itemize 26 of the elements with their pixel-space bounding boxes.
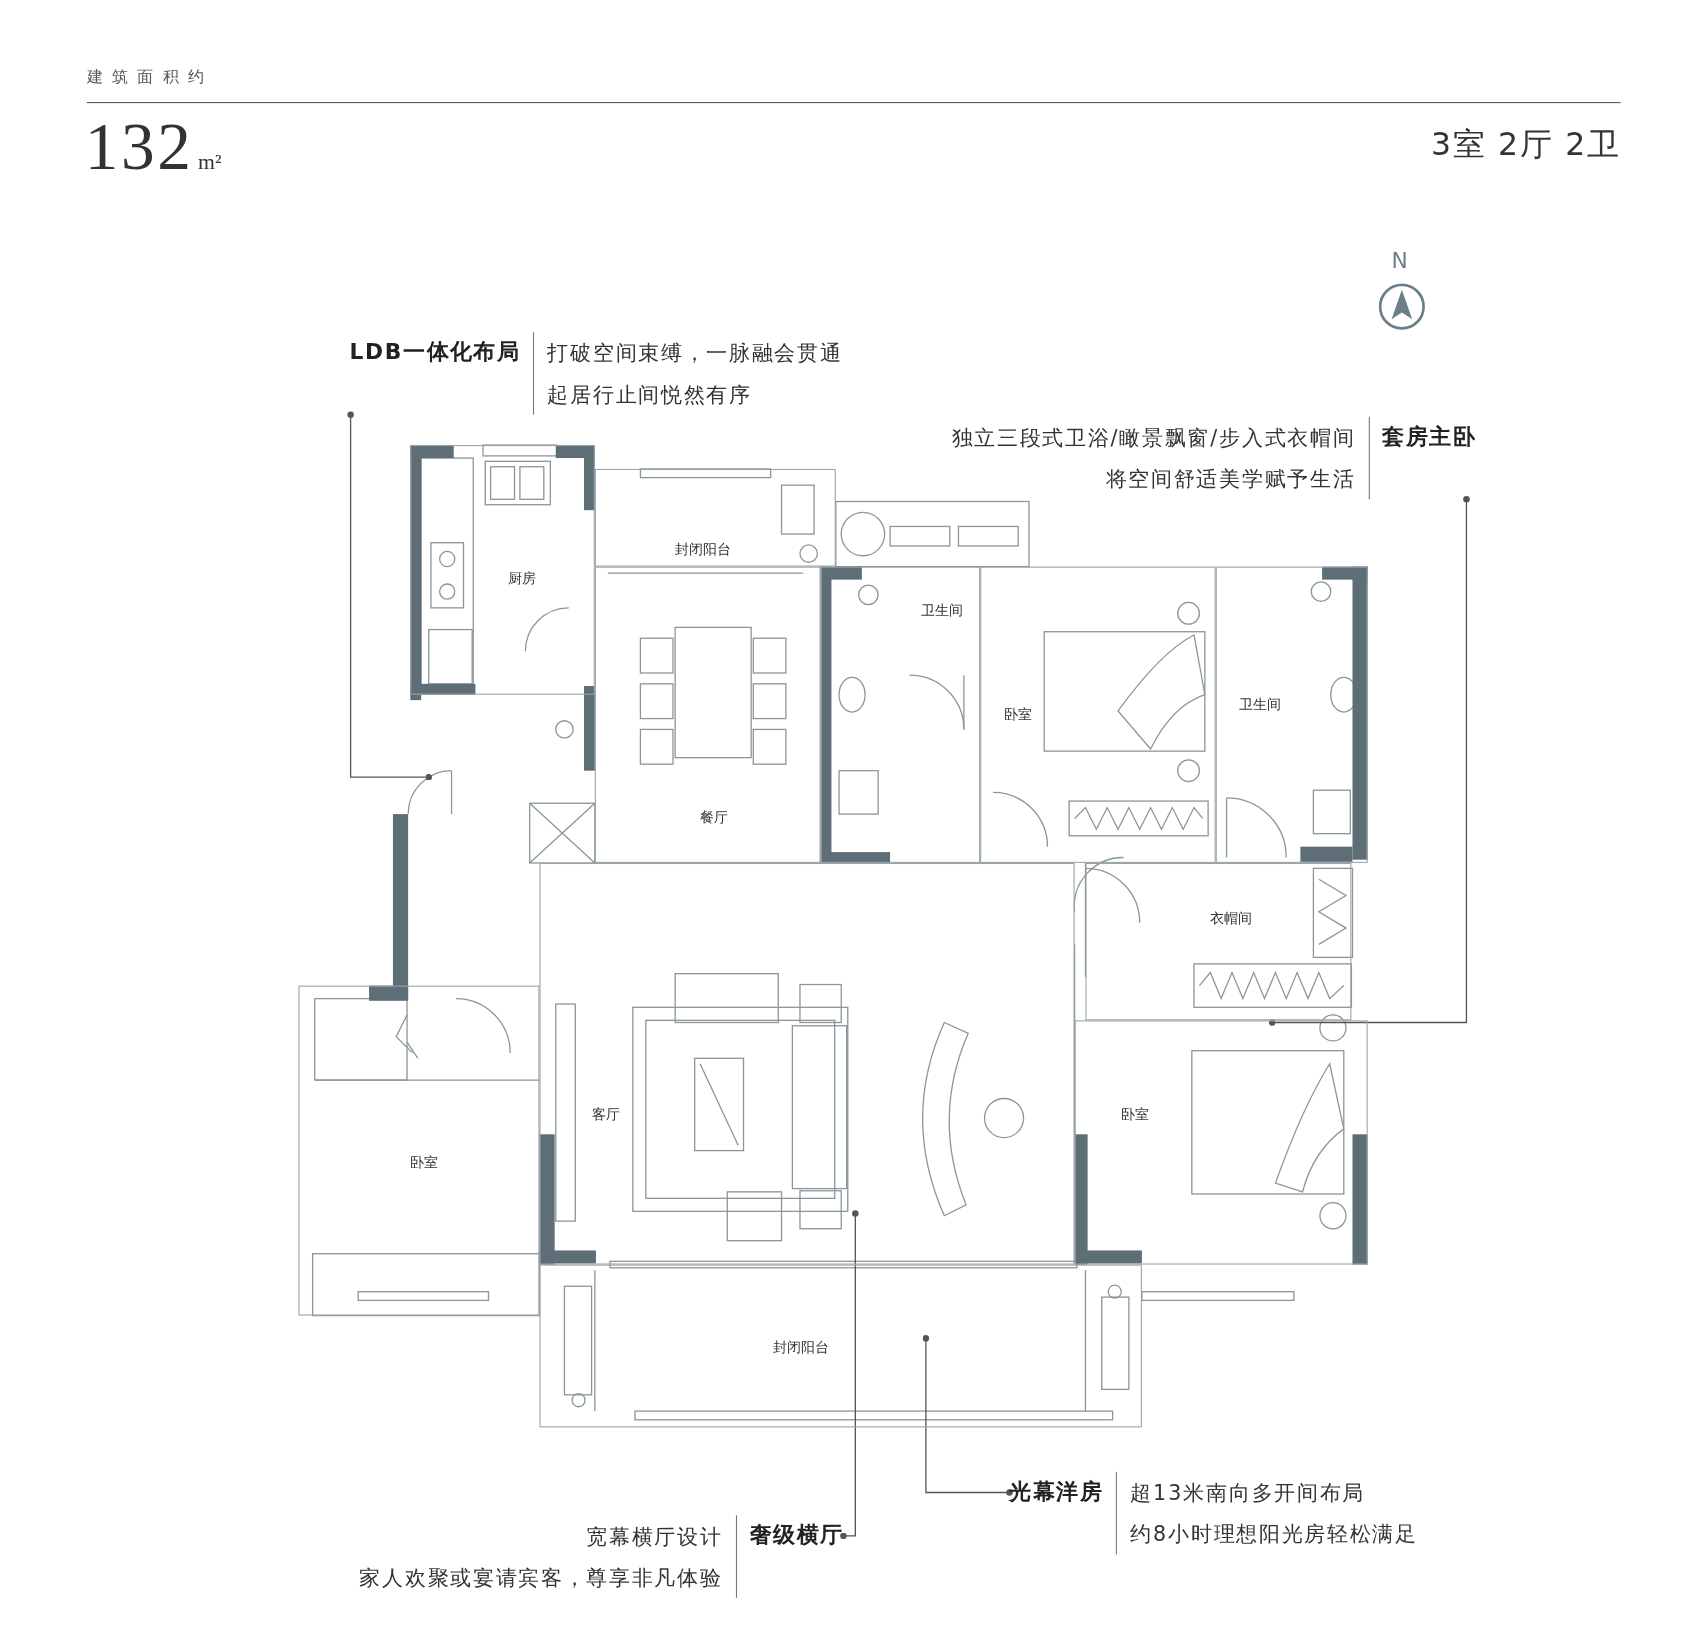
leader-line [347,411,432,781]
callout-text: 将空间舒适美学赋予生活 [1105,465,1356,493]
callout-heading: 套房主卧 [1382,422,1477,452]
callout-heading: LDB一体化布局 [349,337,521,367]
leader-line [922,1335,1013,1496]
callout-text: 起居行止间悦然有序 [547,381,752,408]
north-label: N [1391,249,1408,272]
callout-text: 独立三段式卫浴/瞰景飘窗/步入式衣帽间 [951,424,1356,452]
layout-summary: 3室 2厅 2卫 [1430,124,1621,165]
room-label: 客厅 [589,1106,622,1121]
area-value: 132 [84,112,194,181]
callout-text: 宽幕横厅设计 [586,1523,723,1550]
leader-line [1268,496,1470,1026]
room-label: 卧室 [408,1155,441,1170]
room-label: 卧室 [1119,1106,1152,1121]
area-caption: 建筑面积约 [86,66,213,89]
callout-text: 约8小时理想阳光房轻松满足 [1130,1520,1418,1548]
callout-text: 家人欢聚或宴请宾客，尊享非凡体验 [359,1564,723,1592]
callout-heading: 光幕洋房 [1009,1477,1104,1507]
callout-text: 超13米南向多开间布局 [1130,1479,1365,1507]
leader-line [840,1210,859,1540]
callout-text: 打破空间束缚，一脉融会贯通 [547,339,843,367]
callout-heading: 奢级横厅 [749,1520,844,1550]
area-unit: m² [198,148,222,176]
room-label: 餐厅 [697,810,731,825]
room-label: 厨房 [505,571,539,586]
